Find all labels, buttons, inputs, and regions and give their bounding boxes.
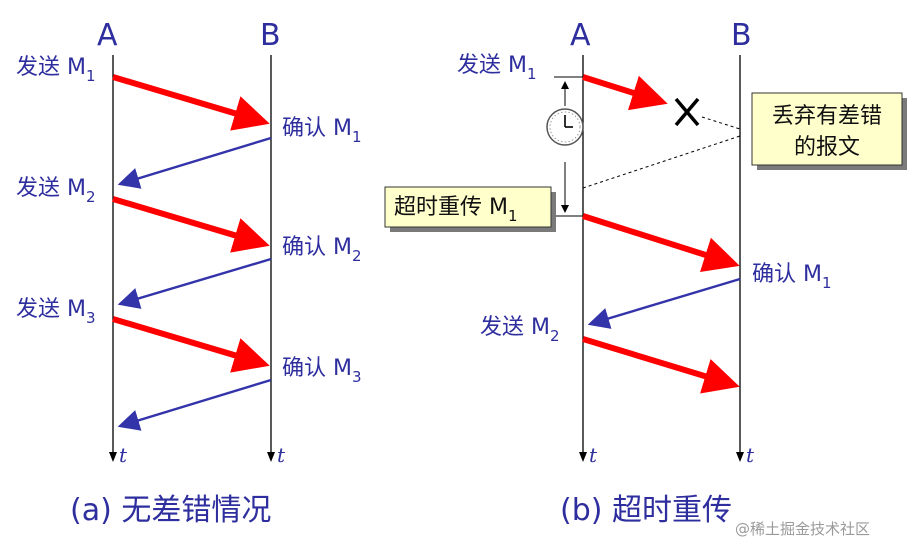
ack-label-m3: 确认 M3 <box>282 356 362 386</box>
node-a-label-b: A <box>570 18 591 53</box>
send-label-m3: 发送 M3 <box>16 297 96 327</box>
callout-pointer-discard <box>701 116 741 130</box>
timeline-b-b-arrowhead <box>736 452 744 462</box>
watermark: @稀土掘金技术社区 <box>735 520 870 538</box>
ack-label-m2: 确认 M2 <box>282 235 362 265</box>
ack-arrow-m1 <box>117 136 272 189</box>
callout-pointer-timeout <box>582 135 741 189</box>
data-arrow-m1 <box>112 74 270 131</box>
cross-icon <box>674 97 700 127</box>
time-label-a: t <box>119 443 128 467</box>
send-label-m2: 发送 M2 <box>16 176 96 206</box>
clock-icon <box>546 108 584 146</box>
time-label-a-b: t <box>589 443 598 467</box>
ack-arrow-m1-b <box>587 277 741 329</box>
ack-label-m1-b: 确认 M1 <box>752 262 832 292</box>
caption-b: (b) 超时重传 <box>560 493 732 528</box>
discard-callout: 丢弃有差错 的报文 <box>751 92 907 170</box>
send-label-m1-b: 发送 M1 <box>457 53 537 83</box>
retransmit-label: 超时重传 M1 <box>394 195 518 225</box>
ack-label-m1: 确认 M1 <box>282 116 362 146</box>
time-label-b-b: t <box>746 443 755 467</box>
data-arrow-m2-b <box>582 336 740 394</box>
timeline-b-arrowhead <box>267 452 275 462</box>
data-arrow-m2 <box>112 196 270 253</box>
node-b-label: B <box>260 18 281 53</box>
data-arrow-m3 <box>112 316 270 373</box>
caption-a: (a) 无差错情况 <box>70 493 271 528</box>
ack-arrow-m2 <box>117 257 272 309</box>
discard-line2: 的报文 <box>794 135 860 160</box>
diagram-b: A B t t 丢弃 <box>384 18 907 528</box>
timeline-a-b-arrowhead <box>579 452 587 462</box>
node-a-label: A <box>97 18 118 53</box>
timeline-a-arrowhead <box>109 452 117 462</box>
send-label-m2-b: 发送 M2 <box>480 315 560 345</box>
send-label-m1: 发送 M1 <box>16 55 96 85</box>
time-label-b: t <box>277 443 286 467</box>
discard-line1: 丢弃有差错 <box>772 104 882 129</box>
retransmit-callout: 超时重传 M1 <box>384 186 556 232</box>
node-b-label-b: B <box>731 18 752 53</box>
ack-arrow-m3 <box>117 378 272 431</box>
data-arrow-m1-retransmit <box>582 213 740 273</box>
data-arrow-m1-lost <box>582 74 668 111</box>
diagram-a: A B t t 发送 M1 发送 M2 发送 M3 确认 M1 确认 M2 确认… <box>16 18 362 528</box>
